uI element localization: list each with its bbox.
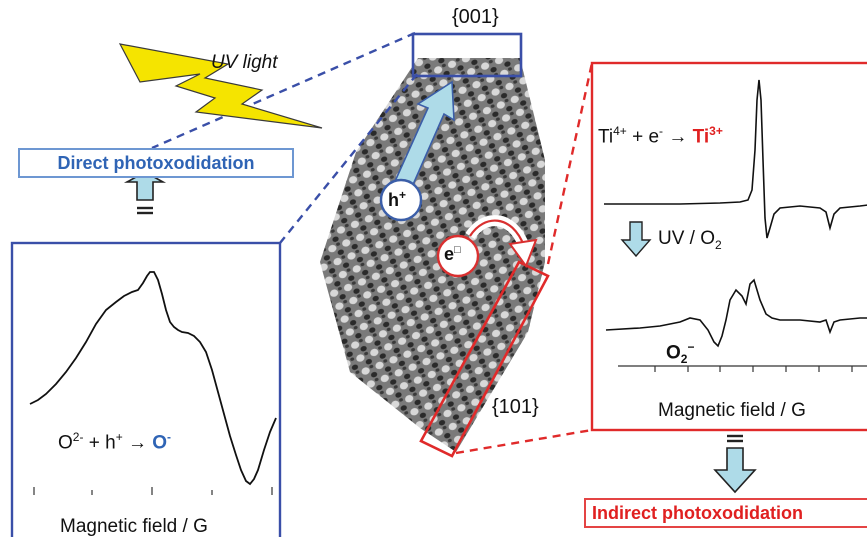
electron-transfer-arrow — [465, 215, 538, 269]
electron-circle — [436, 234, 480, 278]
facet-101-box — [419, 260, 550, 458]
lightning-bolt-icon — [118, 43, 323, 129]
right-epr-spectrum-o2 — [605, 278, 867, 348]
hole-circle — [379, 178, 423, 222]
down-arrow-uv — [620, 221, 652, 258]
hole-label: h+ — [388, 188, 407, 210]
uv-light-label: UV light — [211, 52, 278, 73]
indirect-photooxidation-box: Indirect photoxodidation — [584, 498, 867, 528]
crystal-image — [320, 58, 545, 452]
facet-101-label: {101} — [492, 396, 539, 418]
right-equation: Ti4+ + e- → Ti3+ — [598, 124, 723, 148]
hole-transfer-arrow — [390, 80, 455, 198]
down-arrow-indirect — [713, 434, 757, 494]
connector-top-right — [546, 62, 594, 265]
uv-o2-condition: UV / O2 — [658, 228, 722, 252]
right-epr-spectrum-ti3 — [604, 79, 867, 239]
facet-001-box — [411, 32, 523, 78]
direct-photooxidation-box: Direct photoxodidation — [18, 148, 294, 178]
electron-label: e□ — [444, 244, 461, 264]
up-arrow-direct — [123, 171, 167, 215]
facet-001-label: {001} — [452, 6, 499, 28]
left-equation: O2- + h+ → O- — [58, 430, 172, 454]
right-axis-label: Magnetic field / G — [658, 400, 806, 421]
left-axis-label: Magnetic field / G — [60, 516, 208, 537]
left-epr-panel — [10, 241, 282, 537]
superoxide-label: O2− — [666, 340, 695, 367]
connector-bottom-right — [455, 428, 593, 455]
right-axis-ticks — [618, 365, 867, 372]
dashed-connectors — [151, 31, 594, 455]
left-axis-ticks — [33, 487, 273, 495]
connector-top-left — [151, 31, 416, 150]
left-epr-spectrum — [29, 271, 277, 486]
